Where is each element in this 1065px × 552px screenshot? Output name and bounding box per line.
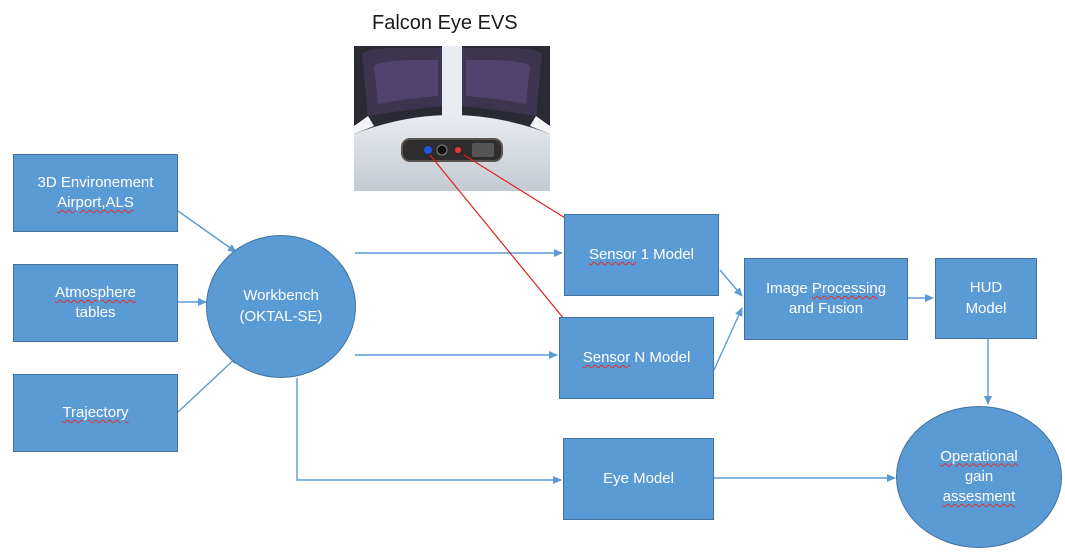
node-atmosphere-tables: Atmosphere tables [13, 264, 178, 342]
node-workbench-line1: Workbench [243, 287, 319, 305]
node-trajectory-label: Trajectory [62, 403, 129, 421]
pointer-to-sensorN [429, 154, 574, 331]
evs-photo [354, 46, 550, 191]
arrow-env-to-workbench [177, 210, 237, 253]
node-3d-environment: 3D Environement Airport,ALS [13, 154, 178, 232]
node-hud-model: HUD Model [935, 258, 1037, 339]
node-imgproc-word2: Processing [811, 279, 887, 297]
node-operational-gain: Operational gain assesment [896, 406, 1062, 548]
node-eye-model: Eye Model [563, 438, 714, 520]
node-imgproc-line2: and Fusion [788, 300, 864, 317]
node-sensorN-rest: N Model [630, 348, 691, 366]
node-hud-line2: Model [965, 299, 1007, 317]
diagram-title: Falcon Eye EVS [372, 12, 518, 34]
arrow-sensorN-to-imgproc [713, 307, 743, 371]
node-3d-environment-line1: 3D Environement [37, 173, 154, 191]
node-sensor1-rest: 1 Model [636, 245, 695, 263]
node-imgproc-word1: Image [765, 279, 812, 297]
node-sensorN-word: Sensor [582, 348, 631, 366]
node-atmosphere-line2: tables [75, 304, 116, 321]
arrow-trajectory-to-workbench [177, 355, 239, 413]
node-eye-label: Eye Model [603, 469, 674, 487]
node-sensor-1-model: Sensor 1 Model [564, 214, 719, 296]
node-opgain-line3: assesment [942, 488, 1016, 506]
node-atmosphere-line1: Atmosphere [55, 283, 136, 301]
node-image-processing-fusion: Image Processing and Fusion [744, 258, 908, 340]
node-hud-line1: HUD [969, 279, 1003, 297]
arrow-workbench-to-eye [296, 378, 562, 484]
node-sensor-n-model: Sensor N Model [559, 317, 714, 399]
node-workbench: Workbench (OKTAL-SE) [206, 235, 356, 378]
arrow-sensor1-to-imgproc [719, 269, 743, 297]
node-opgain-line2: gain [964, 467, 994, 485]
node-3d-environment-line2: Airport,ALS [57, 194, 134, 211]
node-opgain-line1: Operational [940, 447, 1018, 465]
node-trajectory: Trajectory [13, 374, 178, 452]
pointer-to-sensor1 [463, 154, 579, 227]
node-workbench-line2: (OKTAL-SE) [239, 307, 323, 325]
node-sensor1-word: Sensor [588, 245, 637, 263]
